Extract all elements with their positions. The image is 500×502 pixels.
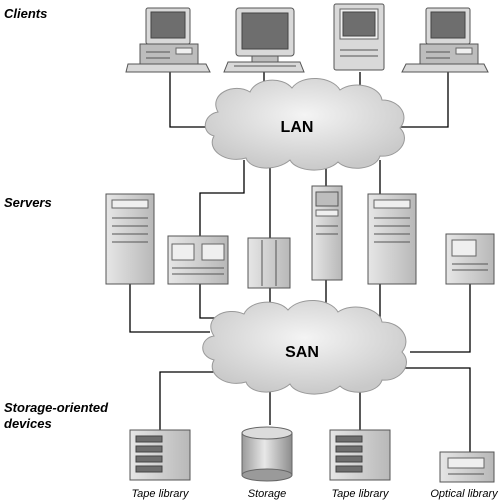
san-cloud: SAN	[202, 299, 407, 395]
server-cabinet-3	[247, 237, 291, 289]
storage-label-line2: devices	[4, 416, 52, 431]
client-pc-3	[333, 3, 385, 71]
server-box-6	[445, 233, 495, 285]
client-pc-4	[401, 7, 489, 73]
lan-server-wires	[199, 160, 381, 238]
servers-label: Servers	[4, 195, 52, 210]
tape-library-1	[129, 429, 191, 481]
lan-cloud: LAN	[204, 78, 405, 171]
server-tower-1	[105, 193, 155, 285]
caption-storage: Storage	[248, 488, 287, 500]
tape-library-2	[329, 429, 391, 481]
client-pc-1	[125, 7, 211, 73]
caption-optical-library: Optical library	[430, 488, 499, 500]
server-tower-4	[311, 185, 343, 281]
storage-disk	[241, 426, 293, 482]
client-lan-wires	[169, 72, 449, 128]
lan-label: LAN	[281, 119, 314, 136]
clients-label: Clients	[4, 6, 47, 21]
storage-label-line1: Storage-oriented	[4, 400, 109, 415]
optical-library	[439, 451, 495, 483]
server-tower-5	[367, 193, 417, 285]
caption-tape-library-2: Tape library	[331, 488, 390, 500]
san-label: SAN	[285, 344, 319, 361]
client-pc-2	[223, 7, 305, 73]
server-box-2	[167, 235, 229, 285]
caption-tape-library-1: Tape library	[131, 488, 190, 500]
